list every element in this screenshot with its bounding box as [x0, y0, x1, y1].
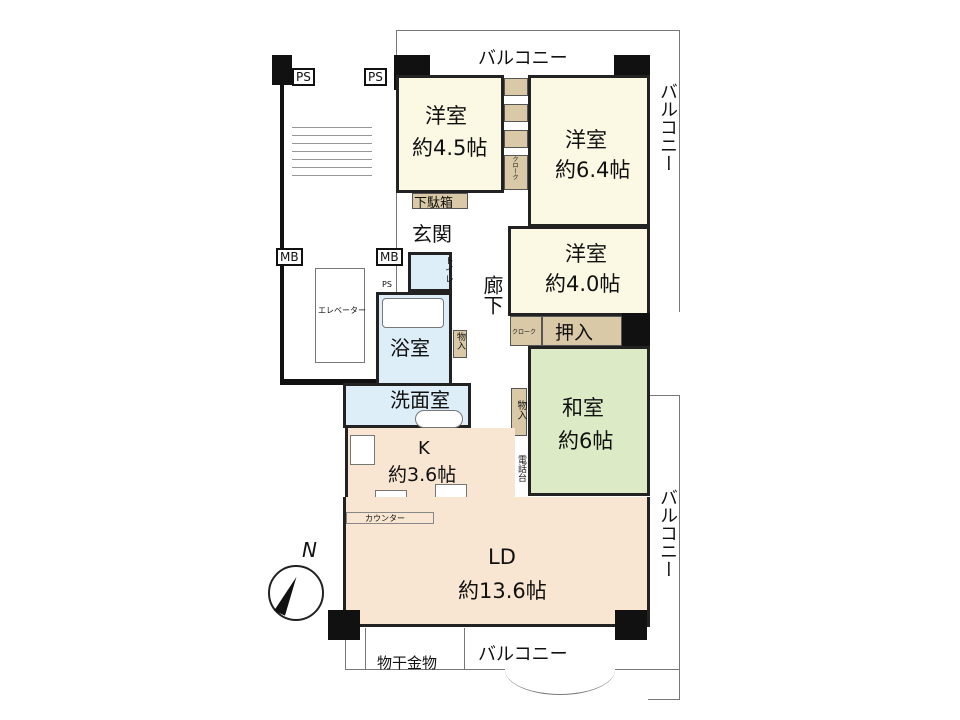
- stairs: [292, 120, 372, 180]
- counter: [346, 512, 434, 524]
- toilet: [408, 252, 452, 292]
- mb-label: MB: [276, 248, 303, 266]
- living-name: LD: [488, 545, 516, 569]
- shoe-box: [412, 193, 468, 209]
- ps-small-label: PS: [382, 280, 392, 289]
- pillar: [272, 55, 292, 85]
- hallway-label: 廊下: [480, 275, 504, 315]
- balcony-right-lower-outline: [648, 395, 680, 700]
- balcony-right-upper-label: バルコニー: [657, 82, 678, 172]
- shoe-box-label: 下駄箱: [414, 196, 454, 211]
- western-room-2-name: 洋室: [565, 128, 607, 152]
- closet[interactable]: [504, 104, 528, 122]
- ps-label: PS: [364, 68, 387, 86]
- japanese-room-size: 約6帖: [558, 429, 614, 453]
- kitchen-name: K: [418, 438, 430, 459]
- closet[interactable]: [504, 155, 528, 190]
- western-room-1-size: 約4.5帖: [412, 136, 488, 160]
- closet[interactable]: [510, 316, 542, 346]
- closet-label: クローク: [512, 329, 537, 336]
- drying-rack-label: 物干金物: [377, 654, 438, 672]
- balcony-bay: [505, 655, 615, 695]
- balcony-top-label: バルコニー: [478, 48, 568, 69]
- western-room-2-size: 約6.4帖: [555, 158, 631, 182]
- pillar: [328, 610, 360, 640]
- western-room-3: [508, 226, 650, 316]
- japanese-room-name: 和室: [562, 396, 604, 420]
- western-room-3-size: 約4.0帖: [545, 272, 621, 296]
- oshiire-label: 押入: [555, 322, 594, 344]
- elevator: [315, 268, 365, 363]
- common-stair-hall: [280, 60, 396, 385]
- storage-monoire[interactable]: [453, 330, 467, 358]
- balcony-bottom-label: バルコニー: [478, 644, 568, 665]
- closet-label: クローク: [511, 156, 518, 180]
- sink: [415, 410, 463, 428]
- japanese-room: [528, 346, 650, 496]
- monoire-label: 物入: [455, 332, 465, 350]
- pillar: [622, 313, 650, 348]
- ps-label: PS: [292, 68, 315, 86]
- mb-label: MB: [376, 248, 403, 266]
- phone-stand-label: 電話台: [516, 455, 526, 482]
- western-room-3-name: 洋室: [565, 242, 607, 266]
- drying-rack-area: [365, 628, 465, 670]
- closet[interactable]: [504, 78, 528, 96]
- compass: [268, 565, 324, 621]
- compass-north-label: N: [302, 538, 317, 562]
- monoire-label: 物入: [515, 400, 526, 420]
- stove: [350, 435, 375, 465]
- closet[interactable]: [504, 130, 528, 148]
- pillar: [615, 610, 647, 640]
- entrance-label: 玄関: [412, 222, 452, 246]
- bathtub: [382, 298, 444, 328]
- kitchen-size: 約3.6帖: [388, 464, 457, 486]
- counter-label: カウンター: [365, 514, 405, 523]
- living-size: 約13.6帖: [458, 579, 547, 603]
- oshiire-closet[interactable]: [542, 316, 622, 346]
- toilet-label: トイレ: [443, 256, 453, 283]
- western-room-2: [528, 75, 650, 227]
- storage-monoire[interactable]: [511, 388, 527, 436]
- balcony-right-lower-label: バルコニー: [657, 488, 678, 578]
- bathroom-label: 浴室: [390, 336, 430, 360]
- elevator-label: エレベーター: [318, 306, 366, 315]
- western-room-1-name: 洋室: [425, 104, 467, 128]
- washroom-label: 洗面室: [390, 388, 450, 412]
- western-room-1: [396, 75, 504, 193]
